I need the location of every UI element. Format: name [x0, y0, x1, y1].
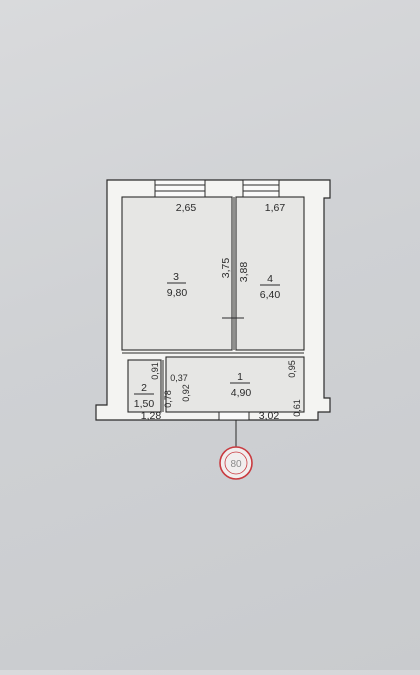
dim-0-78: 0,78	[163, 390, 173, 408]
room-4-area	[235, 196, 305, 351]
dim-3-02: 3,02	[259, 410, 280, 422]
stamp-number: 80	[230, 459, 242, 470]
room-4-area-value: 6,40	[260, 289, 281, 301]
room-4-number: 4	[267, 273, 273, 285]
dim-0-92: 0,92	[181, 384, 191, 402]
dim-1-67: 1,67	[265, 202, 286, 214]
dim-3-75: 3,75	[220, 258, 232, 279]
window-room-4	[242, 179, 280, 198]
dim-1-28: 1,28	[141, 410, 162, 422]
dim-0-91: 0,91	[150, 362, 160, 380]
room-1-area	[165, 356, 305, 413]
entrance-door	[218, 411, 250, 421]
room-2-number: 2	[141, 382, 147, 394]
window-room-3	[154, 179, 206, 198]
room-1-area-value: 4,90	[231, 387, 252, 399]
room-3-area-value: 9,80	[167, 287, 188, 299]
dim-2-65: 2,65	[176, 202, 197, 214]
room-2-area	[127, 359, 162, 413]
dim-3-88: 3,88	[238, 262, 250, 283]
room-3-area	[121, 196, 233, 351]
dim-0-61: 0,61	[292, 399, 302, 417]
dim-0-37: 0,37	[170, 373, 188, 383]
room-3-number: 3	[173, 271, 179, 283]
inventory-stamp: 80	[219, 446, 253, 480]
room-1-number: 1	[237, 371, 243, 383]
room-2-area-value: 1,50	[134, 398, 155, 410]
dim-0-95: 0,95	[287, 360, 297, 378]
